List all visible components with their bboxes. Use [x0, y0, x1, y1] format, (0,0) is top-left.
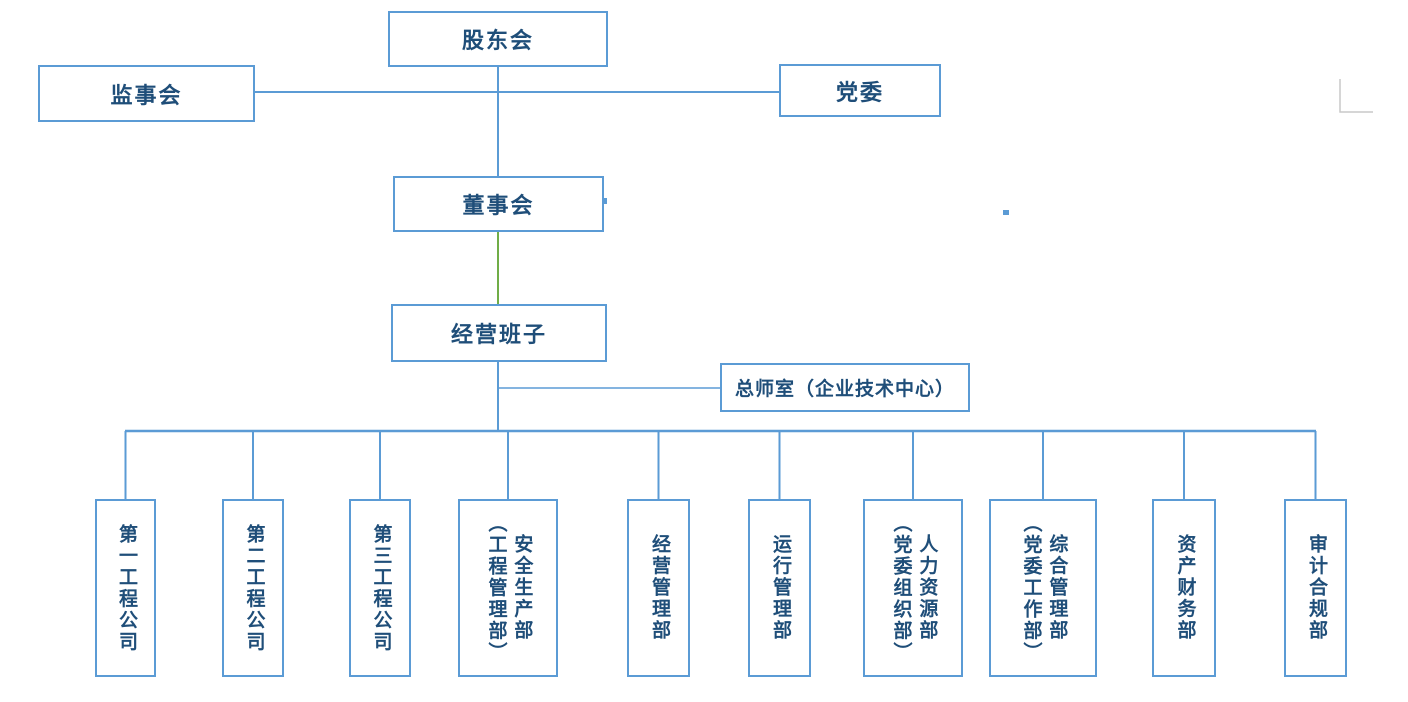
node-shareholders-label: 股东会 [461, 28, 534, 53]
dept-label: 第一工程公司 [115, 523, 137, 653]
node-board-of-directors-label: 董事会 [462, 193, 535, 218]
dept-label-paren: （党委组织部） [890, 512, 912, 664]
node-management-team: 经营班子 [391, 304, 607, 362]
node-board-of-directors: 董事会 [393, 176, 604, 232]
dept-label: 资产财务部 [1174, 534, 1196, 642]
node-shareholders: 股东会 [388, 11, 608, 67]
dept-label: 经营管理部 [648, 534, 670, 642]
node-supervisory-board-label: 监事会 [110, 82, 183, 108]
dept-safety-production: 安全生产部 （工程管理部） [458, 499, 558, 677]
dept-label: 第二工程公司 [243, 523, 265, 653]
artifact-corner-bracket [1339, 79, 1373, 113]
dept-audit-compliance: 审计合规部 [1284, 499, 1347, 677]
node-party-committee: 党委 [779, 64, 941, 117]
dept-operation-management: 运行管理部 [748, 499, 811, 677]
dept-label: 审计合规部 [1305, 534, 1327, 642]
dept-asset-finance: 资产财务部 [1152, 499, 1216, 677]
dept-human-resources: 人力资源部 （党委组织部） [863, 499, 963, 677]
dept-business-management: 经营管理部 [627, 499, 690, 677]
dept-second-engineering-co: 第二工程公司 [222, 499, 284, 677]
node-supervisory-board: 监事会 [38, 65, 255, 122]
dept-label-paren: （工程管理部） [485, 512, 507, 664]
node-management-team-label: 经营班子 [450, 322, 547, 347]
dept-third-engineering-co: 第三工程公司 [349, 499, 411, 677]
dept-label: 安全生产部 [511, 534, 533, 642]
dept-label-paren: （党委工作部） [1020, 512, 1042, 664]
artifact-board-nub [603, 198, 607, 204]
dept-label: 综合管理部 [1046, 534, 1068, 642]
artifact-blue-mark [1003, 210, 1009, 215]
dept-label: 第三工程公司 [370, 523, 392, 653]
dept-label: 人力资源部 [916, 534, 938, 642]
node-party-committee-label: 党委 [835, 79, 884, 105]
node-chief-engineer-office: 总师室（企业技术中心） [720, 363, 970, 412]
dept-label: 运行管理部 [769, 534, 791, 642]
dept-general-management: 综合管理部 （党委工作部） [989, 499, 1097, 677]
dept-first-engineering-co: 第一工程公司 [95, 499, 156, 677]
node-chief-engineer-office-label: 总师室（企业技术中心） [734, 379, 955, 400]
